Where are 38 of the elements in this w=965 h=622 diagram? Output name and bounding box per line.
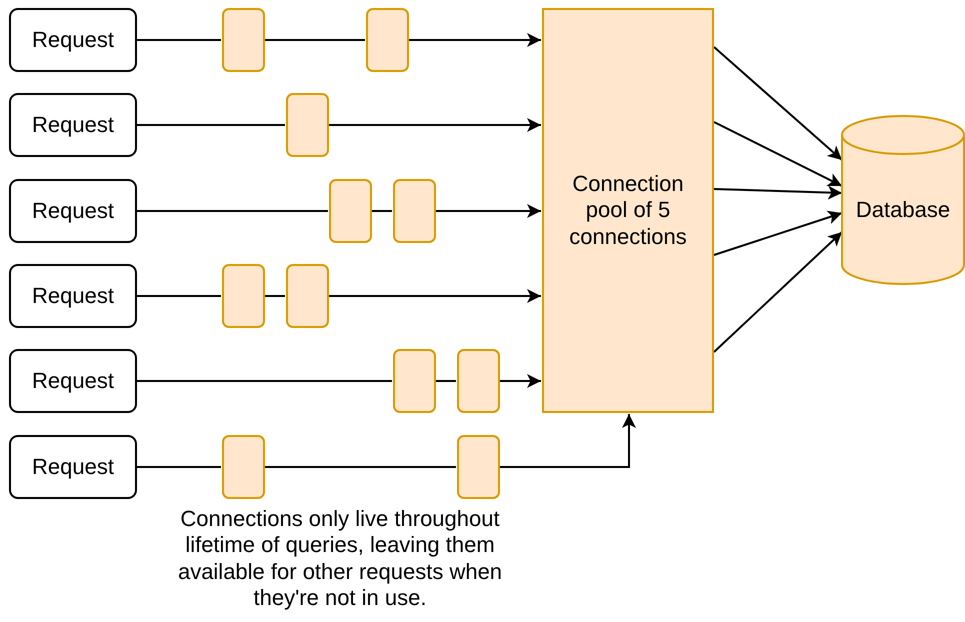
arrow xyxy=(409,33,541,47)
request-label: Request xyxy=(32,368,114,394)
arrow xyxy=(329,289,541,303)
request-label: Request xyxy=(32,112,114,138)
request-box xyxy=(9,93,137,157)
query-box xyxy=(222,264,265,328)
query-box xyxy=(457,435,500,499)
request-box xyxy=(9,8,137,72)
request-box xyxy=(9,435,137,499)
request-label: Request xyxy=(32,454,114,480)
arrow xyxy=(500,374,541,388)
request-label: Request xyxy=(32,282,114,310)
query-box xyxy=(286,264,329,328)
arrow xyxy=(713,46,843,161)
query-box xyxy=(393,349,436,413)
arrow xyxy=(714,186,842,200)
query-box xyxy=(222,435,265,499)
request-box xyxy=(9,264,137,328)
request-box xyxy=(9,179,137,243)
arrow xyxy=(714,210,842,256)
query-box xyxy=(286,93,329,157)
arrow xyxy=(500,414,636,468)
request-label: Request xyxy=(32,198,114,224)
request-label: Request xyxy=(32,26,114,54)
pool-label: Connection pool of 5 connections xyxy=(568,170,688,250)
arrow xyxy=(329,118,541,132)
database-label: Database xyxy=(856,196,950,224)
query-box xyxy=(222,8,265,72)
query-box xyxy=(329,179,372,243)
request-box xyxy=(9,349,137,413)
query-box xyxy=(457,349,500,413)
connection-pool-box xyxy=(542,8,714,413)
arrow xyxy=(436,204,541,218)
arrow xyxy=(714,121,842,187)
query-box xyxy=(393,179,436,243)
note-text: Connections only live throughout lifetime of queries, leaving them available for other requests when they're not in use. xyxy=(176,506,504,612)
arrow xyxy=(713,231,843,353)
query-box xyxy=(366,8,409,72)
